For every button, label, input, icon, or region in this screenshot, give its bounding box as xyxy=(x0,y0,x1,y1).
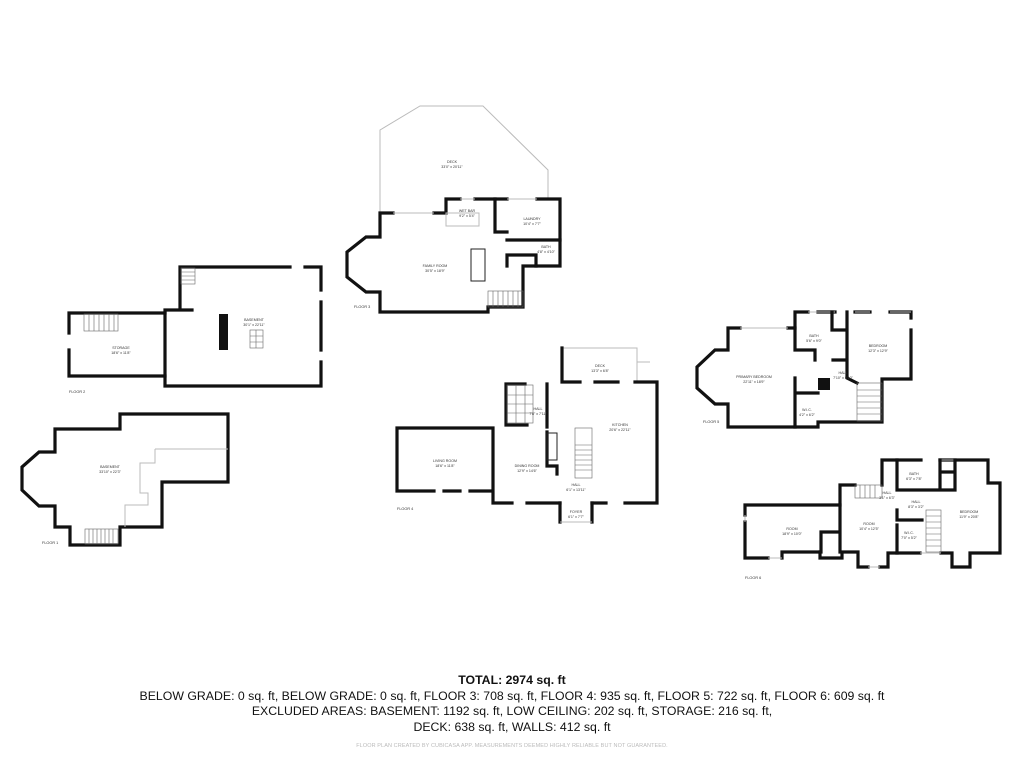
room-name: BEDROOM xyxy=(869,344,888,348)
stairs xyxy=(856,382,883,422)
stairs xyxy=(506,384,534,424)
room-name: W.I.C. xyxy=(904,531,914,535)
floor-2-plan: STORAGE 18'6" x 11'8" BASEMENT 30'1" x 2… xyxy=(67,265,323,394)
room-name: LAUNDRY xyxy=(523,217,541,221)
disclaimer: FLOOR PLAN CREATED BY CUBICASA APP. MEAS… xyxy=(356,743,668,749)
room-dims: 10'4" x 12'5" xyxy=(859,527,879,531)
room-dims: 13'3" x 6'8" xyxy=(591,369,609,373)
room-dims: 10'4" x 7'7" xyxy=(523,222,541,226)
room-name: WET BAR xyxy=(459,209,476,213)
room-dims: 7'10" x 9'10" xyxy=(833,376,853,380)
room-name: ROOM xyxy=(863,522,874,526)
total-area: TOTAL: 2974 sq. ft xyxy=(458,673,566,687)
stairs xyxy=(249,329,264,349)
room-name: BEDROOM xyxy=(960,510,979,514)
fireplace xyxy=(470,248,486,282)
fireplace xyxy=(546,432,558,461)
room-dims: 5'6" x 9'0" xyxy=(806,339,822,343)
room-dims: 6'3" x 7'8" xyxy=(906,477,922,481)
excluded-areas-cont: DECK: 638 sq. ft, WALLS: 412 sq. ft xyxy=(413,719,611,734)
room-dims: 12'3" x 12'9" xyxy=(868,349,888,353)
room-dims: 18'6" x 11'8" xyxy=(435,464,455,468)
room-name: HALL xyxy=(912,500,921,504)
room-name: DINING ROOM xyxy=(515,464,540,468)
room-dims: 9'2" x 5'4" xyxy=(459,214,475,218)
room-dims: 4'2" x 6'2" xyxy=(799,413,815,417)
stairs xyxy=(854,484,883,499)
room-dims: 33'0" x 20'11" xyxy=(441,165,463,169)
room-name: HALL xyxy=(883,491,892,495)
floor-1-plan: BASEMENT 33'10" x 22'3" FLOOR 1 xyxy=(20,412,230,547)
room-name: HALL xyxy=(534,407,543,411)
area-summary: TOTAL: 2974 sq. ft BELOW GRADE: 0 sq. ft… xyxy=(0,673,1024,735)
room-name: FOYER xyxy=(570,510,583,514)
chimney xyxy=(818,378,830,390)
room-name: STORAGE xyxy=(112,346,130,350)
floor-6-plan: BATH 6'3" x 7'8" HALL 3'1" x 6'3" HALL 8… xyxy=(743,458,1002,580)
room-dims: 6'1" x 7'7" xyxy=(568,515,584,519)
stairs xyxy=(574,427,593,479)
room-name: BASEMENT xyxy=(100,465,121,469)
room-dims: 30'1" x 22'11" xyxy=(243,323,265,327)
floor-5-plan: BATH 5'6" x 9'0" BEDROOM 12'3" x 12'9" P… xyxy=(695,310,913,429)
room-name: ROOM xyxy=(786,527,797,531)
room-dims: 33'10" x 22'3" xyxy=(99,470,121,474)
room-name: BATH xyxy=(909,472,919,476)
floor-areas: BELOW GRADE: 0 sq. ft, BELOW GRADE: 0 sq… xyxy=(139,688,885,703)
room-dims: 20'6" x 22'11" xyxy=(609,428,631,432)
room-name: HALL xyxy=(839,371,848,375)
room-dims: 7'0" x 5'2" xyxy=(901,536,917,540)
floor-4-plan: DECK 13'3" x 6'8" HALL 7'8" x 7'11" KITC… xyxy=(395,346,659,524)
room-dims: 22'11" x 18'9" xyxy=(743,380,765,384)
room-name: W.I.C. xyxy=(802,408,812,412)
room-dims: 8'3" x 3'2" xyxy=(908,505,924,509)
room-dims: 18'9" x 10'0" xyxy=(782,532,802,536)
room-dims: 4'8" x 4'10" xyxy=(537,250,555,254)
room-name: BATH xyxy=(809,334,819,338)
room-dims: 11'9" x 20'8" xyxy=(959,515,979,519)
floor-label: FLOOR 6 xyxy=(745,576,761,580)
chimney xyxy=(219,314,228,350)
room-name: PRIMARY BEDROOM xyxy=(736,375,772,379)
stairs xyxy=(84,528,119,545)
floor-label: FLOOR 1 xyxy=(42,541,58,545)
stairs xyxy=(83,313,119,332)
floor-label: FLOOR 3 xyxy=(354,305,370,309)
stairs xyxy=(487,290,524,308)
room-dims: 3'1" x 6'3" xyxy=(879,496,895,500)
room-dims: 7'8" x 7'11" xyxy=(529,412,547,416)
room-dims: 18'6" x 11'8" xyxy=(111,351,131,355)
wet-bar-counter xyxy=(445,212,480,227)
stairs xyxy=(925,509,942,553)
room-name: HALL xyxy=(572,483,581,487)
stairs xyxy=(180,267,196,285)
excluded-areas: EXCLUDED AREAS: BASEMENT: 1192 sq. ft, L… xyxy=(251,704,773,718)
room-name: FAMILY ROOM xyxy=(423,264,448,268)
floor-3-plan: DECK 33'0" x 20'11" WET BAR 9'2" x 5'4" … xyxy=(345,105,562,314)
room-name: LIVING ROOM xyxy=(433,459,457,463)
floor-label: FLOOR 4 xyxy=(397,507,413,511)
room-name: BATH xyxy=(541,245,551,249)
room-name: BASEMENT xyxy=(244,318,265,322)
room-dims: 12'9" x 14'6" xyxy=(517,469,537,473)
room-dims: 30'5" x 18'9" xyxy=(425,269,445,273)
room-name: KITCHEN xyxy=(612,423,628,427)
floor-label: FLOOR 2 xyxy=(69,390,85,394)
floor-label: FLOOR 5 xyxy=(703,420,719,424)
room-name: DECK xyxy=(595,364,606,368)
room-name: DECK xyxy=(447,160,458,164)
room-dims: 6'1" x 13'11" xyxy=(566,488,586,492)
